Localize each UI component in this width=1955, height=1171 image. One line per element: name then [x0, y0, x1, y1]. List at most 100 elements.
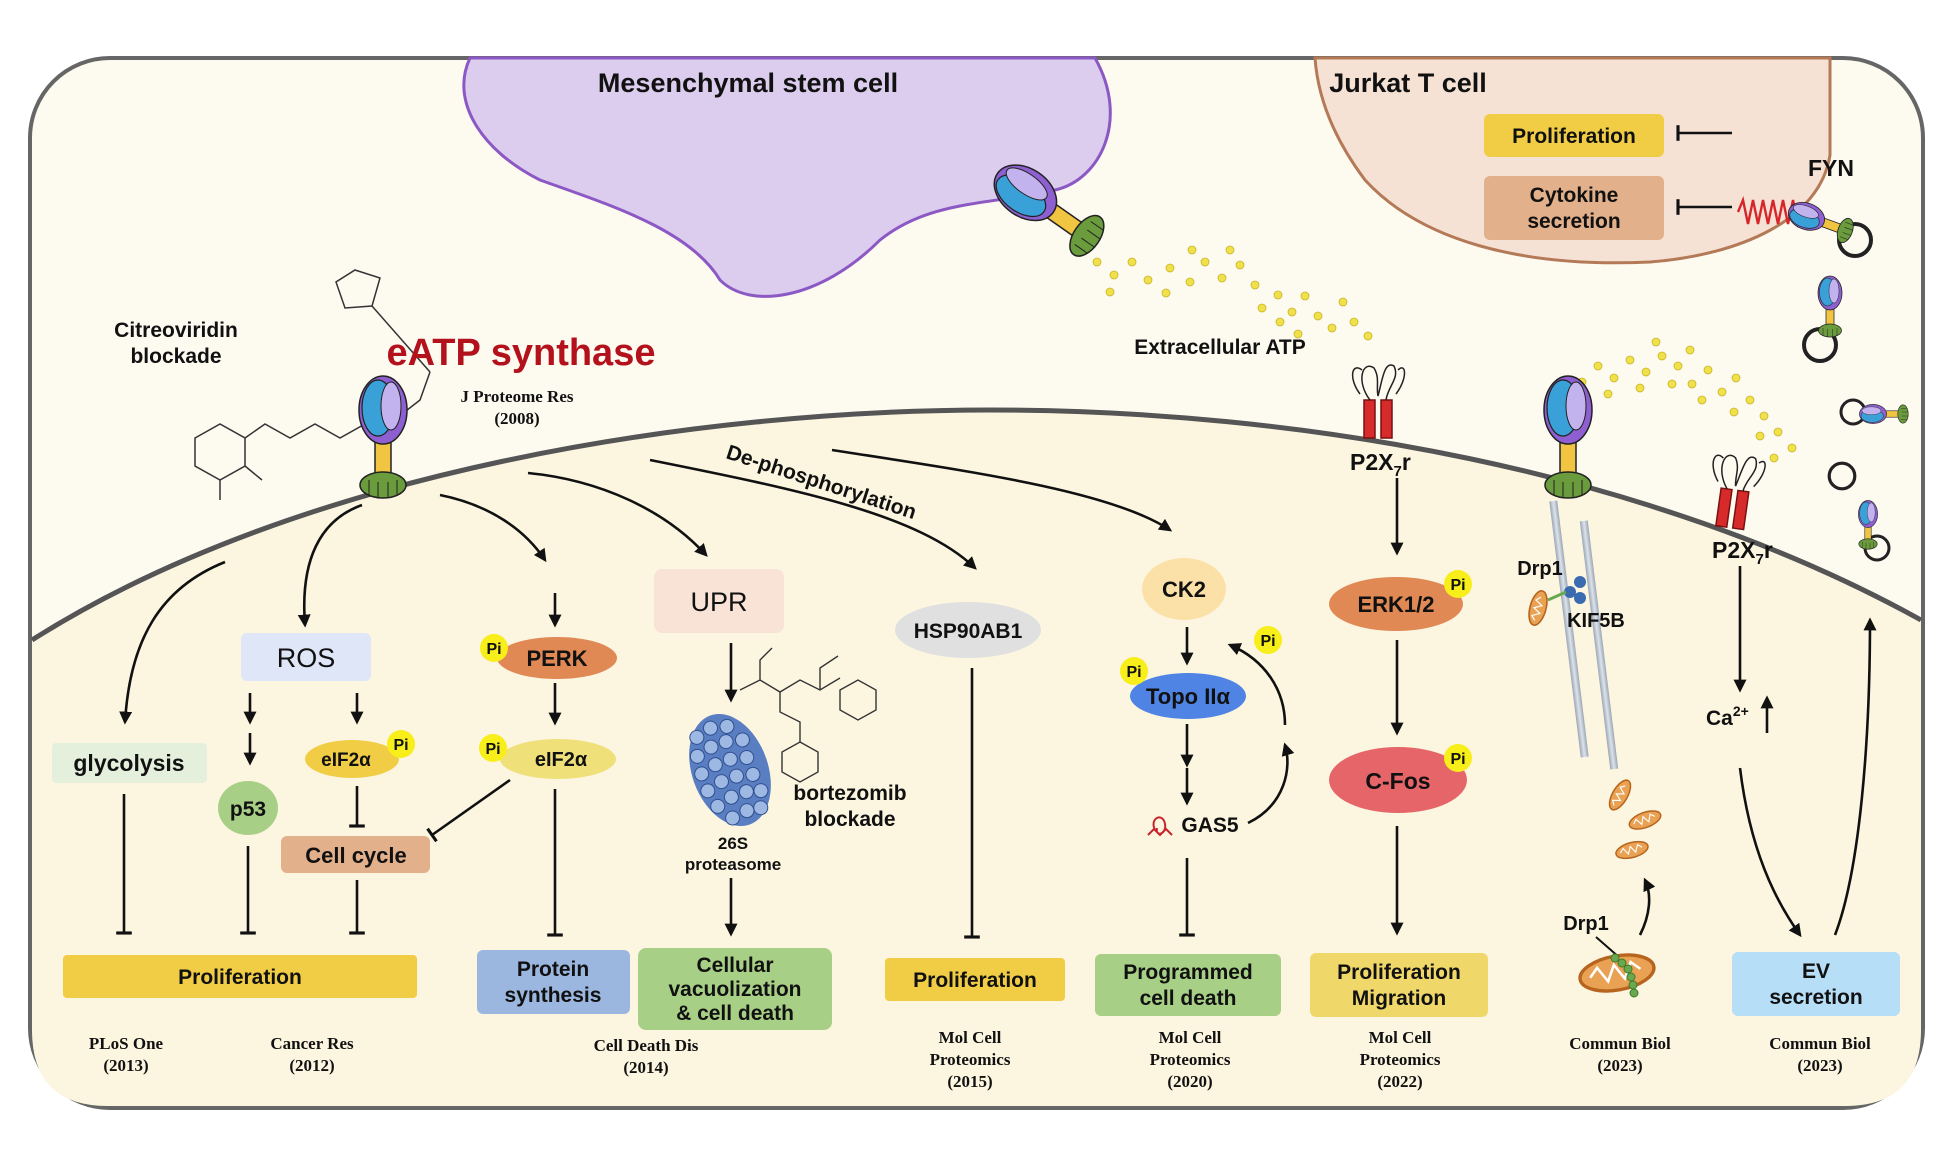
ref-cancer-2: (2012) [289, 1056, 334, 1075]
arrow-hsp [649, 458, 977, 570]
pcd-label-2: cell death [1140, 987, 1237, 1010]
ros-label: ROS [277, 643, 336, 673]
bortezomib-label-1: bortezomib [793, 782, 906, 805]
upr-box [654, 569, 784, 633]
programmed-death-box [1095, 954, 1281, 1016]
eatp-synthase-title: eATP synthase [387, 332, 656, 374]
cfos-label: C-Fos [1365, 768, 1430, 794]
citreoviridin-label-1: Citreoviridin [114, 319, 238, 342]
msc-label: Mesenchymal stem cell [598, 68, 898, 98]
cell-cycle-label: Cell cycle [305, 843, 407, 868]
proteasome-label-2: proteasome [685, 855, 781, 874]
arrow-ck2 [831, 448, 1173, 532]
arrow-feedback-topo [1227, 643, 1287, 726]
drp1-label-top: Drp1 [1517, 558, 1563, 580]
ev-secretion-box [1732, 952, 1900, 1016]
ref-cb1-2: (2023) [1597, 1056, 1642, 1075]
ref-cb2-1: Commun Biol [1769, 1034, 1871, 1053]
pcd-label-1: Programmed [1123, 961, 1253, 984]
pi-badge [387, 730, 415, 758]
gas5-label: GAS5 [1181, 814, 1239, 837]
jurkat-label: Jurkat T cell [1329, 68, 1487, 98]
arrow-ev-out [1833, 617, 1877, 936]
perk-label: PERK [526, 646, 587, 671]
ref-top-2: (2008) [494, 409, 539, 428]
ref-mcp20-2: Proteomics [1150, 1050, 1231, 1069]
ref-plos-2: (2013) [103, 1056, 148, 1075]
mesenchymal-stem-cell [462, 56, 1112, 298]
drp1-label-bottom: Drp1 [1563, 913, 1609, 935]
ref-death-1: Cell Death Dis [594, 1036, 699, 1055]
erk-label: ERK1/2 [1357, 592, 1434, 617]
ev-label-1: EV [1802, 960, 1830, 983]
ca-label: Ca2+ [1706, 703, 1749, 730]
glycolysis-label: glycolysis [73, 750, 184, 776]
ros-box [241, 633, 371, 681]
microtubule-1 [1549, 500, 1589, 758]
pi-label: Pi [1450, 577, 1465, 594]
ref-mcp15-2: Proteomics [930, 1050, 1011, 1069]
vacuolization-box [638, 948, 832, 1030]
vacuol-label-1: Cellular [696, 954, 773, 977]
pi-label: Pi [393, 737, 408, 754]
ref-cb1-1: Commun Biol [1569, 1034, 1671, 1053]
ref-mcp20-3: (2020) [1167, 1072, 1212, 1091]
jurkat-proliferation-box [1484, 114, 1664, 157]
extracellular-atp-label: Extracellular ATP [1134, 336, 1306, 359]
prolif-mig-label-1: Proliferation [1337, 961, 1461, 984]
eif2a-label-1: eIF2α [321, 750, 371, 771]
ref-plos-1: PLoS One [89, 1034, 164, 1053]
arrow-ros [297, 503, 363, 628]
proliferation-box-1 [63, 955, 417, 998]
cytokine-label-2: secretion [1527, 210, 1620, 233]
arrow-gas5-loop [1247, 742, 1295, 825]
vacuol-label-3: & cell death [676, 1002, 794, 1025]
pi-label: Pi [1260, 633, 1275, 650]
protein-label-1: Protein [517, 958, 589, 981]
pi-badge [1444, 744, 1472, 772]
pi-badge [479, 734, 507, 762]
arrow-perk [439, 493, 547, 563]
citreoviridin-label-2: blockade [130, 345, 221, 368]
perk-node [497, 637, 617, 679]
pi-label: Pi [485, 741, 500, 758]
arrow-glycolysis [119, 560, 226, 725]
fyn-label: FYN [1808, 155, 1854, 181]
proteasome-icon [689, 713, 771, 827]
kif5b-label: KIF5B [1567, 610, 1625, 632]
fyn-zigzag [1736, 195, 1805, 229]
ck2-node [1142, 558, 1226, 620]
upr-label: UPR [690, 587, 747, 617]
cell-cycle-box [281, 836, 430, 873]
ref-cb2-2: (2023) [1797, 1056, 1842, 1075]
ref-mcp22-3: (2022) [1377, 1072, 1422, 1091]
vacuol-label-2: vacuolization [668, 978, 801, 1001]
microtubule-2 [1579, 520, 1619, 770]
ref-top-1: J Proteome Res [461, 387, 574, 406]
ref-mcp20-1: Mol Cell [1159, 1028, 1222, 1047]
ref-mcp22-2: Proteomics [1360, 1050, 1441, 1069]
pi-badge [480, 634, 508, 662]
ref-cancer-1: Cancer Res [270, 1034, 354, 1053]
ref-death-2: (2014) [623, 1058, 668, 1077]
erk-node [1329, 577, 1463, 631]
ref-mcp15-3: (2015) [947, 1072, 992, 1091]
eif2a-label-2: eIF2α [535, 749, 588, 771]
ref-mcp15-1: Mol Cell [939, 1028, 1002, 1047]
eif2a-node-2 [500, 739, 616, 779]
arrow-fission [1638, 877, 1656, 936]
pi-label: Pi [1450, 751, 1465, 768]
p53-label: p53 [230, 798, 266, 821]
proteasome-label-1: 26S [718, 834, 748, 853]
arrow-upr [527, 471, 708, 557]
proliferation-migration-box [1310, 953, 1488, 1017]
proliferation-label-2: Proliferation [913, 969, 1037, 992]
p53-node [218, 781, 278, 835]
arrow-ca-ev [1738, 767, 1802, 938]
pi-badge [1444, 570, 1472, 598]
pi-label: Pi [1126, 664, 1141, 681]
prolif-mig-label-2: Migration [1352, 987, 1447, 1010]
protein-synthesis-box [477, 950, 630, 1014]
gas5-rna-icon [1147, 816, 1173, 837]
